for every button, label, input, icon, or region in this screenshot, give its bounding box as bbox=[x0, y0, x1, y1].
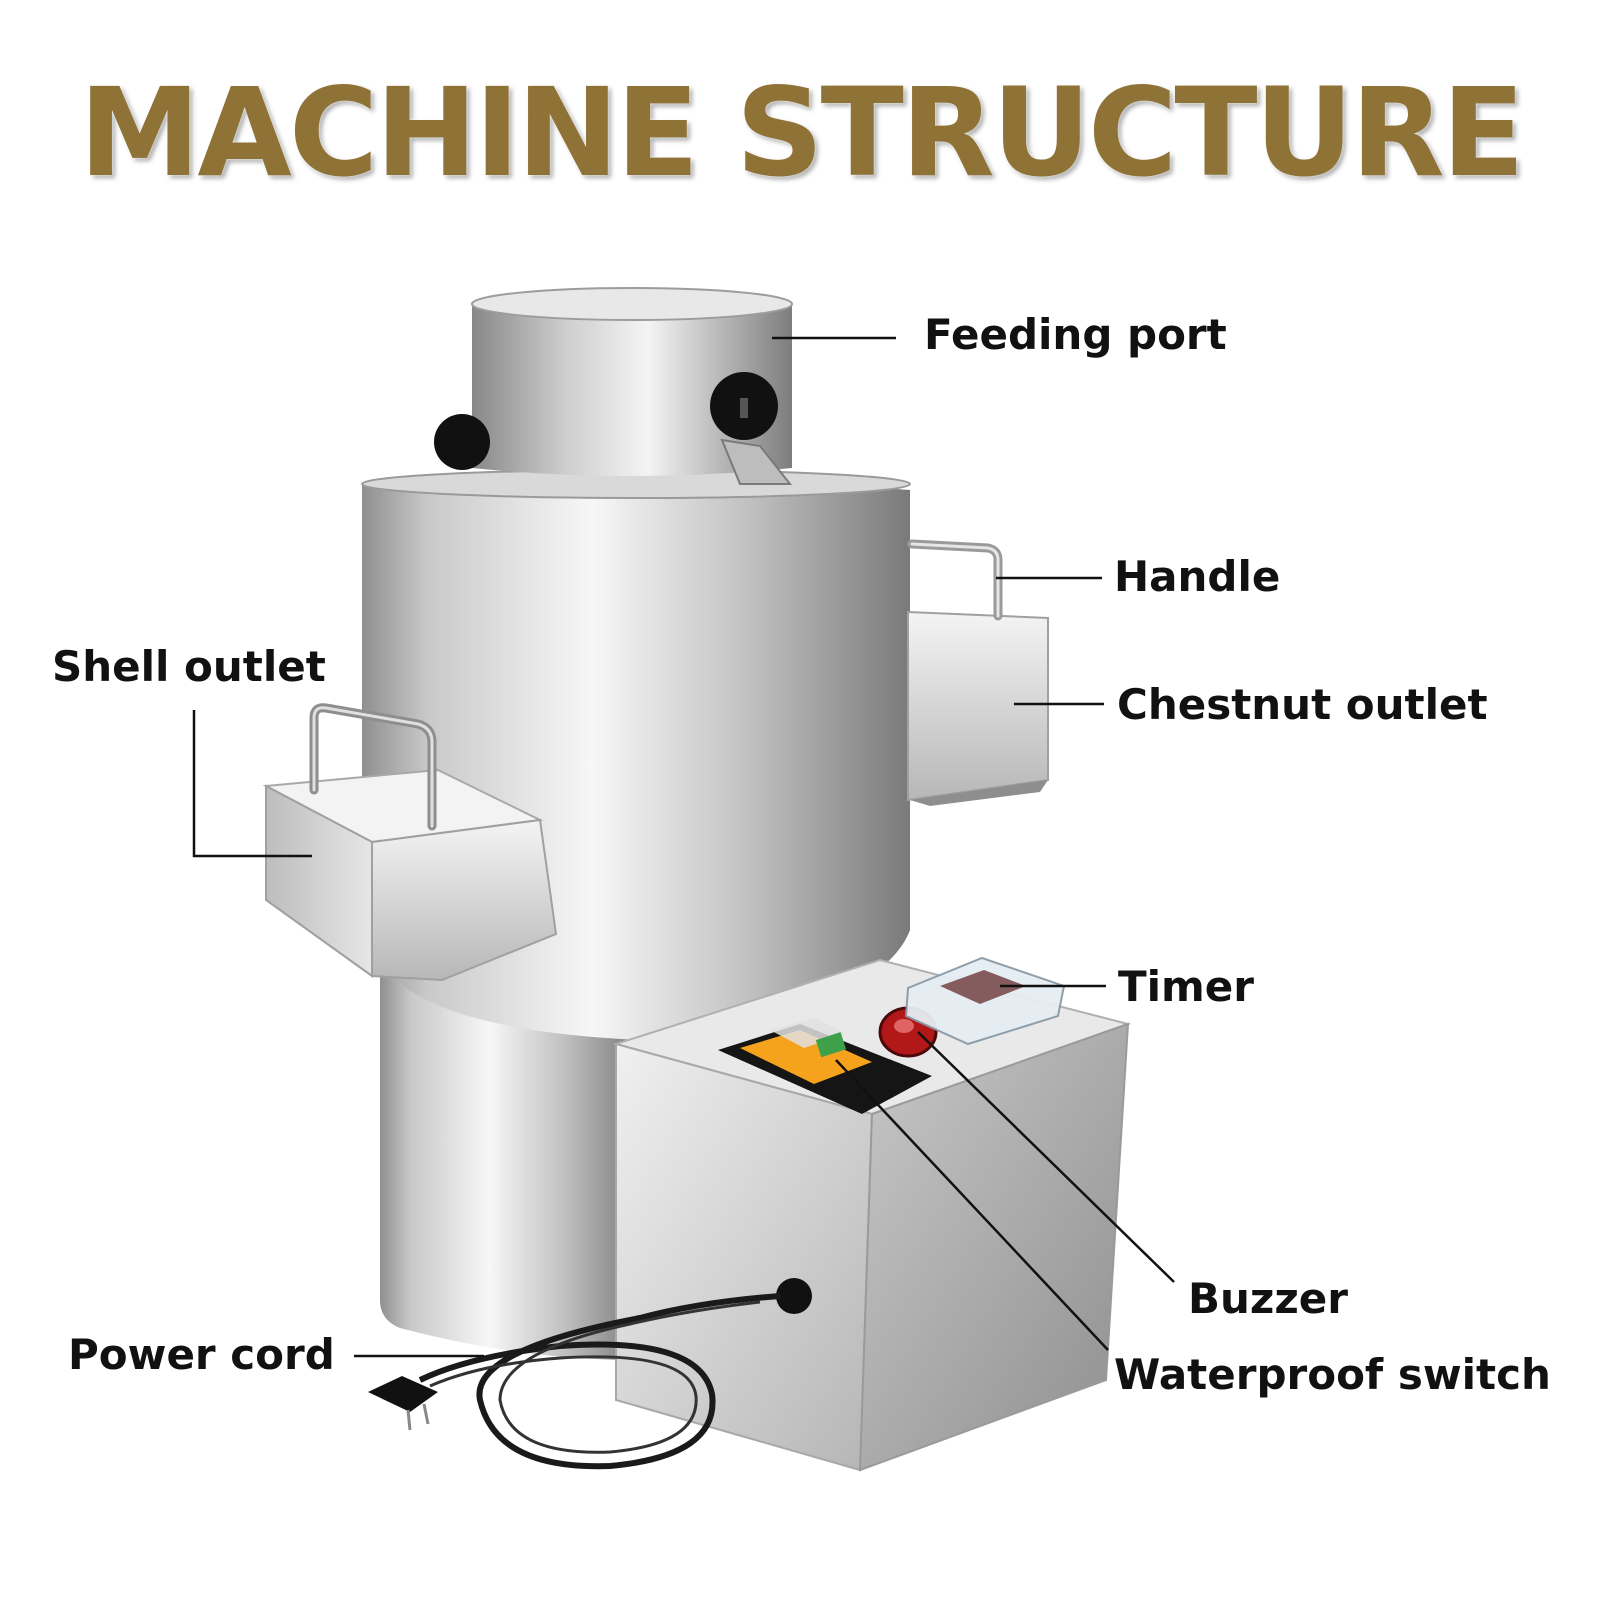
label-feeding-port: Feeding port bbox=[924, 310, 1227, 359]
handle-bar bbox=[907, 539, 1003, 621]
label-power-cord: Power cord bbox=[68, 1330, 335, 1379]
leader-lines bbox=[192, 336, 1175, 1358]
leader-buzzer bbox=[917, 1031, 1175, 1283]
diagram-title: MACHINE STRUCTURE bbox=[79, 62, 1525, 204]
feeding-port-cylinder bbox=[472, 304, 792, 476]
power-plug bbox=[368, 1376, 438, 1412]
leader-waterproof-switch bbox=[835, 1059, 1109, 1351]
lower-body bbox=[380, 930, 640, 1360]
cord-grommet bbox=[776, 1278, 812, 1314]
power-cord bbox=[418, 1293, 781, 1470]
leader-shell-outlet bbox=[192, 710, 312, 858]
control-box-front bbox=[615, 1042, 874, 1472]
control-box-side bbox=[858, 1022, 1130, 1472]
label-chestnut-outlet: Chestnut outlet bbox=[1117, 680, 1488, 729]
label-handle: Handle bbox=[1114, 552, 1281, 601]
label-waterproof-switch: Waterproof switch bbox=[1114, 1350, 1551, 1399]
label-timer: Timer bbox=[1118, 962, 1255, 1011]
chestnut-outlet-chute bbox=[907, 610, 1049, 802]
label-shell-outlet: Shell outlet bbox=[52, 642, 326, 691]
label-buzzer: Buzzer bbox=[1188, 1274, 1349, 1323]
clamp-knob-left bbox=[434, 414, 490, 470]
